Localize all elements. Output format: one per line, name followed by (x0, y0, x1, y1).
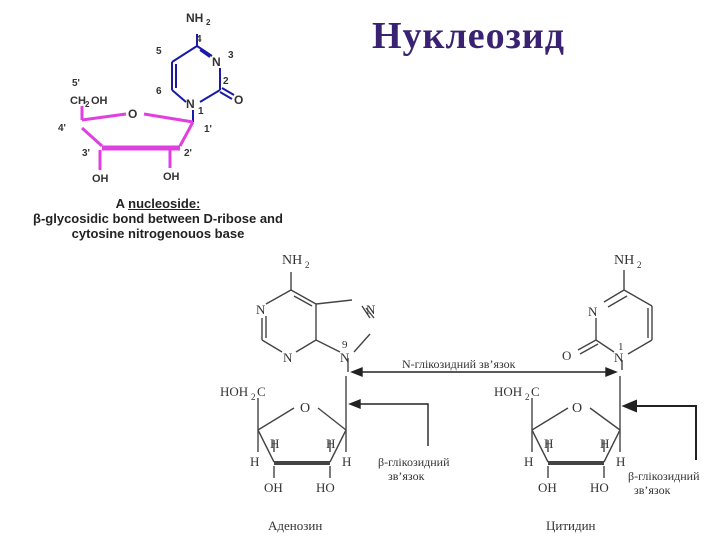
cytidine-base-labels: NH 2 N N 1 O (562, 253, 642, 365)
adenosine-name: Аденозин (268, 518, 322, 533)
adenosine-hoh2c-subscript: 2 (251, 392, 256, 402)
top-pos-2prime: 2' (184, 148, 192, 159)
cytidine-h-2prime: H (600, 436, 609, 451)
top-ribose-ring (80, 106, 195, 170)
top-ribose-labels: CH 2 OH O OH OH 5' 4' 1' 3' 2' (58, 78, 212, 185)
cytidine-name: Цитидин (546, 518, 596, 533)
top-o2-label: O (234, 93, 243, 107)
cytidine-ring-oxygen: O (572, 401, 582, 416)
n-glycosidic-label: N-глікозидний зв’язок (402, 357, 516, 371)
cytidine-base-bonds (577, 270, 653, 370)
caption-line-2: β-glycosidic bond between D-ribose and (33, 211, 283, 226)
adenosine-h-3prime: H (270, 436, 279, 451)
top-oh3-label: OH (92, 173, 109, 185)
top-nh2-subscript: 2 (206, 18, 211, 27)
top-pos-5: 5 (156, 46, 162, 57)
cytidine-hoh2c-subscript: 2 (525, 392, 530, 402)
adenosine-hoh2c-tail: C (257, 384, 266, 399)
adenosine-n9-label: N (340, 350, 350, 365)
cytidine-ribose-bonds (531, 376, 621, 478)
cytidine-ribose-labels: HOH 2 C O H H H H OH HO β-глікозидний зв… (494, 384, 700, 533)
caption-line-1: A nucleoside: (18, 196, 298, 211)
cytidine-beta-label-line2: зв’язок (634, 483, 671, 497)
cytidine-h-4prime: H (524, 454, 533, 469)
adenosine-beta-label-line2: зв’язок (388, 469, 425, 483)
cytidine-o2-label: O (562, 348, 571, 363)
adenosine-nh2-subscript: 2 (305, 260, 310, 270)
top-pos-3prime: 3' (82, 148, 90, 159)
cytidine-beta-arrow (621, 399, 697, 460)
cytidine-hoh2c-tail: C (531, 384, 540, 399)
caption-line-3: cytosine nitrogenouos base (71, 226, 245, 241)
adenosine-ho-label: HO (316, 480, 335, 495)
top-pos-1: 1 (198, 106, 204, 117)
cytidine-n3-label: N (588, 304, 598, 319)
cytidine-n1-label: N (614, 350, 624, 365)
top-ch2oh-subscript: 2 (85, 100, 90, 109)
adenosine-hoh2c-label: HOH (220, 384, 248, 399)
top-pos-4prime: 4' (58, 123, 66, 134)
cytidine-hoh2c-label: HOH (494, 384, 522, 399)
caption-heading: nucleoside: (128, 196, 201, 211)
top-pos-1prime: 1' (204, 124, 212, 135)
adenosine-nh2-label: NH (282, 253, 302, 268)
top-cytosine-ring (171, 34, 235, 122)
cytidine-h-1prime: H (616, 454, 625, 469)
adenosine-h-2prime: H (326, 436, 335, 451)
top-pos-5prime: 5' (72, 78, 80, 89)
top-pos-2: 2 (223, 76, 229, 87)
top-pos-4: 4 (196, 34, 202, 45)
slide-title: Нуклеозид (372, 15, 566, 57)
cytidine-nh2-subscript: 2 (637, 260, 642, 270)
top-n1-label: N (186, 97, 195, 111)
adenosine-pos-9: 9 (342, 339, 348, 351)
adenosine-base-bonds (261, 272, 375, 372)
top-ring-oxygen: O (128, 107, 137, 121)
adenosine-n3-label: N (283, 350, 293, 365)
adenosine-beta-label-line1: β-глікозидний (378, 455, 450, 469)
top-pos-3: 3 (228, 50, 234, 61)
adenosine-h-4prime: H (250, 454, 259, 469)
top-ch2oh-tail: OH (91, 95, 108, 107)
adenosine-base-labels: NH 2 N N N N 9 (256, 253, 376, 365)
top-cytosine-labels: NH 2 N N O 4 5 3 2 6 1 (156, 11, 243, 117)
adenosine-ribose-bonds (257, 376, 347, 478)
n-glycosidic-arrow (350, 366, 618, 378)
nucleoside-caption: A nucleoside: β-glycosidic bond between … (18, 196, 298, 241)
top-n3-label: N (212, 55, 221, 69)
top-oh2-label: OH (163, 171, 180, 183)
cytidine-nh2-label: NH (614, 253, 634, 268)
adenosine-beta-arrow (348, 398, 429, 446)
top-pos-6: 6 (156, 86, 162, 97)
cytidine-oh-label: OH (538, 480, 557, 495)
cytidine-pos-1: 1 (618, 341, 624, 353)
cytidine-h-3prime: H (544, 436, 553, 451)
adenosine-n7-label: N (366, 302, 376, 317)
caption-prefix: A (115, 196, 129, 211)
adenosine-oh-label: OH (264, 480, 283, 495)
cytidine-ho-label: HO (590, 480, 609, 495)
top-nh2-label: NH (186, 11, 203, 25)
adenosine-ribose-labels: HOH 2 C O H H H H OH HO β-глікозидний зв… (220, 384, 450, 533)
adenosine-h-1prime: H (342, 454, 351, 469)
adenosine-n1-label: N (256, 302, 266, 317)
cytidine-beta-label-line1: β-глікозидний (628, 469, 700, 483)
top-ch2oh-label: CH (70, 95, 86, 107)
adenosine-ring-oxygen: O (300, 401, 310, 416)
